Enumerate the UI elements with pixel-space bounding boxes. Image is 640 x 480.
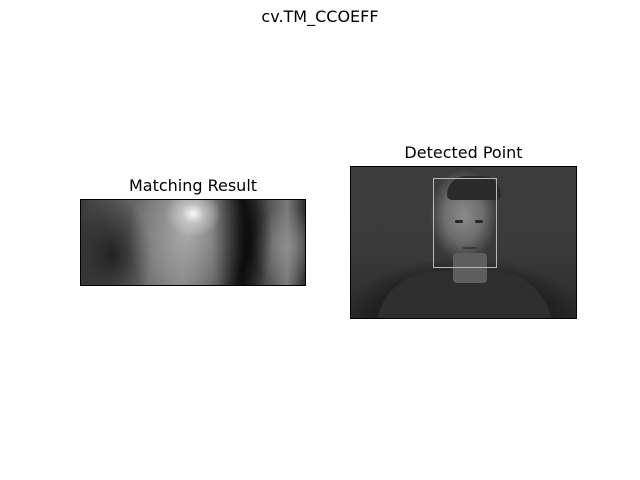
neck-region [453,253,487,283]
left-eye [455,220,463,223]
mouth [463,247,477,249]
matching-result-heatmap [80,199,306,286]
figure-title: cv.TM_CCOEFF [261,7,379,26]
detection-rectangle [433,178,497,268]
detected-point-image [350,166,577,319]
right-eye [475,220,483,223]
matching-result-title: Matching Result [128,176,258,195]
detected-point-title: Detected Point [404,143,523,162]
hair-region [447,176,501,200]
